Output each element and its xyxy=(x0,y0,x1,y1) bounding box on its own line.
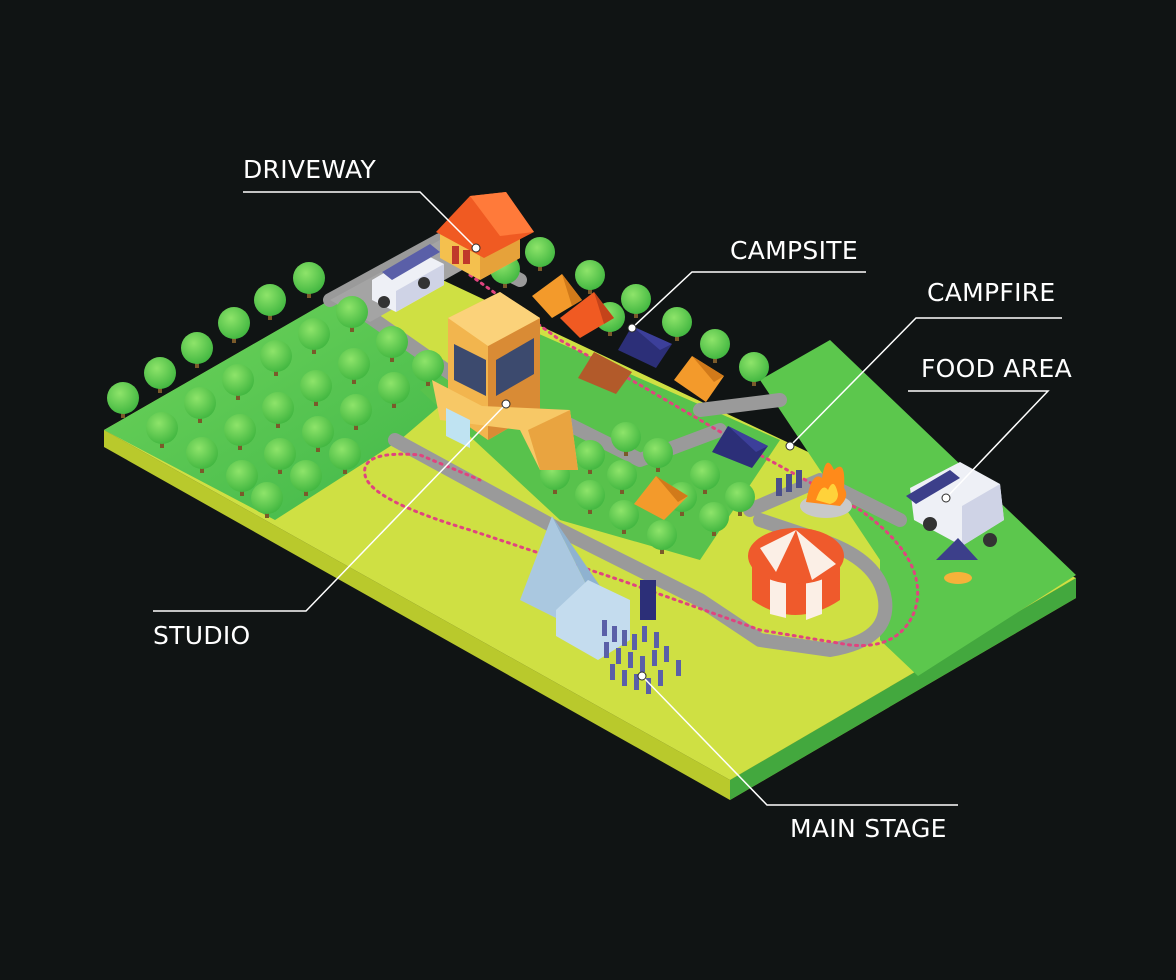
tree-icon xyxy=(525,237,555,271)
leader-lines xyxy=(153,191,1062,806)
tent-icon xyxy=(712,426,768,468)
leader-campsite xyxy=(631,271,866,329)
tree-icon xyxy=(609,500,639,534)
tent-icon xyxy=(618,326,672,368)
forest-trees xyxy=(107,262,444,518)
tree-icon xyxy=(621,284,651,318)
tree-icon xyxy=(218,307,250,343)
tree-icon xyxy=(700,329,730,363)
point-driveway xyxy=(471,243,481,253)
tree-icon xyxy=(607,460,637,494)
label-main-stage: MAIN STAGE xyxy=(790,814,947,843)
tree-icon xyxy=(254,284,286,320)
point-main-stage xyxy=(637,671,647,681)
tree-icon xyxy=(647,520,677,554)
tree-icon xyxy=(298,318,330,354)
leader-driveway xyxy=(243,191,477,249)
tree-icon xyxy=(144,357,176,393)
food-area-truck-icon xyxy=(906,462,1004,584)
tree-icon xyxy=(376,326,408,362)
point-campsite xyxy=(627,323,637,333)
tree-icon xyxy=(690,460,720,494)
tree-icon xyxy=(186,437,218,473)
tree-icon xyxy=(293,262,325,298)
leader-food-area xyxy=(908,390,1050,499)
studio-building xyxy=(432,292,578,470)
tree-icon xyxy=(222,364,254,400)
label-driveway: DRIVEWAY xyxy=(243,155,377,184)
tree-icon xyxy=(338,348,370,384)
tree-icon xyxy=(184,387,216,423)
tree-icon xyxy=(643,438,673,472)
label-studio: STUDIO xyxy=(153,621,251,650)
tree-icon xyxy=(300,370,332,406)
label-food-area: FOOD AREA xyxy=(921,354,1073,383)
tree-icon xyxy=(575,480,605,514)
tree-icon xyxy=(662,307,692,341)
label-campsite: CAMPSITE xyxy=(730,236,858,265)
tree-icon xyxy=(699,502,729,536)
tent-icon xyxy=(578,352,632,394)
food-truck-icon xyxy=(372,244,444,312)
point-campfire xyxy=(785,441,795,451)
tent-icon xyxy=(634,476,688,520)
tree-icon xyxy=(329,438,361,474)
driveway-house xyxy=(436,192,534,280)
tree-icon xyxy=(302,416,334,452)
tree-icon xyxy=(575,260,605,294)
tree-icon xyxy=(290,460,322,496)
tree-icon xyxy=(146,412,178,448)
tent-icon xyxy=(532,274,582,318)
leader-main-stage xyxy=(641,675,958,806)
tree-icon xyxy=(107,382,139,418)
tree-icon xyxy=(251,482,283,518)
leader-studio xyxy=(153,403,507,612)
campfire-icon xyxy=(776,462,852,518)
main-stage-structure xyxy=(520,516,656,660)
platform-side-dark xyxy=(730,578,1076,800)
tent-icon xyxy=(674,356,724,402)
tree-icon xyxy=(340,394,372,430)
central-trees xyxy=(540,422,755,554)
tree-icon xyxy=(611,422,641,456)
tree-icon xyxy=(260,340,292,376)
tree-icon xyxy=(226,460,258,496)
tree-icon xyxy=(336,296,368,332)
campsite-tents xyxy=(532,274,768,520)
leader-campfire xyxy=(789,317,1062,447)
label-campfire: CAMPFIRE xyxy=(927,278,1056,307)
tree-icon xyxy=(224,414,256,450)
leader-dots xyxy=(471,243,951,681)
tree-icon xyxy=(412,350,444,386)
tree-icon xyxy=(725,482,755,516)
crowd-icon xyxy=(602,620,681,694)
tree-icon xyxy=(378,372,410,408)
tent-icon xyxy=(560,292,614,338)
point-food-area xyxy=(941,493,951,503)
tree-icon xyxy=(181,332,213,368)
point-studio xyxy=(501,399,511,409)
tree-icon xyxy=(264,438,296,474)
tree-icon xyxy=(739,352,769,386)
tree-icon xyxy=(262,392,294,428)
circus-tent-icon xyxy=(748,528,844,620)
walking-route xyxy=(363,273,920,648)
tree-icon xyxy=(575,440,605,474)
